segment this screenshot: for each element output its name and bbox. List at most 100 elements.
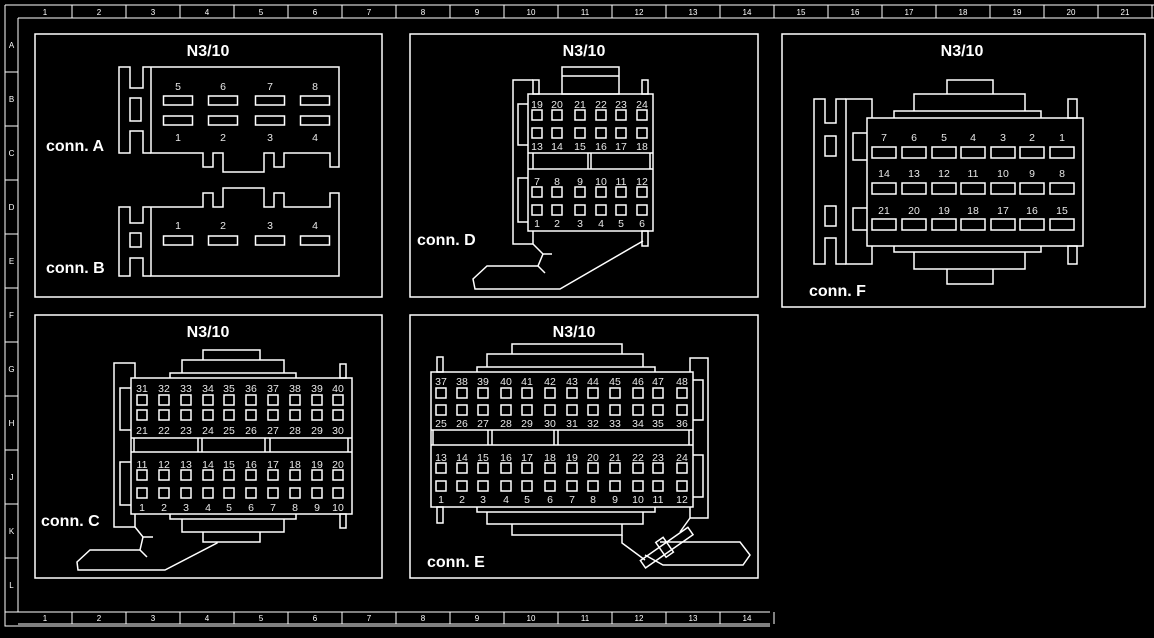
conn-e-pin-label: 18 <box>544 452 556 464</box>
conn-f-pin-label: 4 <box>970 132 976 144</box>
conn-c-pin-label: 11 <box>137 459 148 471</box>
ruler-top-label: 6 <box>313 8 318 17</box>
ruler-row-label: B <box>9 95 14 104</box>
ruler-bottom-label: 7 <box>367 614 372 623</box>
conn-b-pin-label: 2 <box>220 220 226 232</box>
conn-b-pin-label: 3 <box>267 220 273 232</box>
conn-e-bottom-step <box>476 507 656 513</box>
conn-e-pin-label: 33 <box>609 418 621 430</box>
ruler-top-label: 4 <box>205 8 210 17</box>
conn-c-pin-23 <box>180 409 192 421</box>
conn-f-post <box>1067 245 1078 265</box>
conn-c-pin-label: 26 <box>245 425 257 437</box>
panel-c-title: N3/10 <box>187 324 230 341</box>
conn-e-pin-39 <box>477 387 489 399</box>
conn-d-pin-label: 17 <box>615 141 627 153</box>
conn-e-pin-label: 25 <box>435 418 447 430</box>
conn-e-post <box>436 506 444 524</box>
conn-f-pin-7 <box>871 146 897 159</box>
ruler-top-label: 5 <box>259 8 264 17</box>
conn-e-pin-24 <box>676 462 688 474</box>
conn-c-pin-label: 21 <box>136 425 148 437</box>
conn-d-pin-label: 12 <box>636 176 648 188</box>
conn-d-pin-label: 21 <box>574 99 586 111</box>
conn-c-pin-label: 34 <box>202 383 214 395</box>
conn-a-latch <box>118 66 151 154</box>
conn-f-body <box>866 117 1084 247</box>
conn-c-pin-8 <box>289 487 301 499</box>
conn-c-pin-31 <box>136 394 148 406</box>
ruler-row-label: L <box>9 581 14 590</box>
conn-e-pin-label: 38 <box>456 376 468 388</box>
conn-e-top-step <box>511 343 623 354</box>
conn-a-latch-window <box>129 97 142 122</box>
conn-a-pin-4 <box>299 115 331 126</box>
ruler-row-label: A <box>9 41 15 50</box>
conn-a-pin-label: 2 <box>220 132 226 144</box>
panel-d <box>409 33 759 298</box>
conn-e-pin-33 <box>609 404 621 416</box>
conn-e-top-step <box>486 353 644 367</box>
conn-e-pin-label: 24 <box>676 452 688 464</box>
conn-c-pin-label: 14 <box>202 459 214 471</box>
conn-d-pin-label: 4 <box>598 218 604 230</box>
conn-e-bottom-step <box>486 512 644 525</box>
conn-e-cable-loop <box>644 541 751 566</box>
panel-f <box>781 33 1146 308</box>
conn-f-pin-6 <box>901 146 927 159</box>
conn-e-pin-label: 26 <box>456 418 468 430</box>
conn-f-pin-label: 15 <box>1056 205 1068 217</box>
conn-a-pin-label: 3 <box>267 132 273 144</box>
ruler-row-label: J <box>10 473 14 482</box>
conn-f-pin-label: 11 <box>968 168 979 180</box>
conn-d-pin-label: 2 <box>554 218 560 230</box>
frame-inner-line <box>17 18 770 613</box>
conn-d-pin-9 <box>574 186 586 198</box>
conn-b-latch <box>118 206 151 277</box>
conn-e-pin-10 <box>632 480 644 492</box>
conn-c-pin-13 <box>180 469 192 481</box>
conn-f-pin-5 <box>931 146 957 159</box>
conn-c-pin-36 <box>245 394 257 406</box>
ruler-top-label: 2 <box>97 8 102 17</box>
conn-f-pin-label: 19 <box>938 205 950 217</box>
conn-e-pin-label: 15 <box>477 452 489 464</box>
conn-c-pin-label: 10 <box>332 502 344 514</box>
conn-e-pin-8 <box>587 480 599 492</box>
conn-c-side-frame <box>113 362 136 528</box>
ruler-bottom-label: 1 <box>43 614 48 623</box>
conn-b-latch-window <box>129 232 142 248</box>
conn-d-pin-label: 22 <box>595 99 607 111</box>
conn-a-label: conn. A <box>46 138 105 155</box>
conn-f-top-step <box>913 93 1026 111</box>
conn-a-pin-label: 1 <box>175 132 181 144</box>
conn-e-pin-label: 7 <box>569 494 575 506</box>
conn-c-pin-33 <box>180 394 192 406</box>
conn-c-pin-30 <box>332 409 344 421</box>
conn-d-pin-18 <box>636 127 648 139</box>
conn-f-pin-label: 18 <box>967 205 979 217</box>
conn-a-pin-5 <box>162 95 194 106</box>
conn-c-pin-40 <box>332 394 344 406</box>
ruler-top-label: 12 <box>635 8 644 17</box>
conn-d-side-step <box>517 177 528 223</box>
conn-e-pin-40 <box>500 387 512 399</box>
conn-e-side-step <box>693 379 704 421</box>
conn-c-pin-label: 5 <box>226 502 232 514</box>
conn-e-pin-47 <box>652 387 664 399</box>
ruler-row-label: C <box>9 149 15 158</box>
conn-c-pin-label: 1 <box>139 502 145 514</box>
conn-e-pin-label: 19 <box>566 452 578 464</box>
conn-c-pin-34 <box>202 394 214 406</box>
ruler-bottom-label: 10 <box>527 614 536 623</box>
conn-d-pin-7 <box>531 186 543 198</box>
conn-c-pin-label: 23 <box>180 425 192 437</box>
conn-e-pin-label: 1 <box>438 494 444 506</box>
conn-e-pin-label: 40 <box>500 376 512 388</box>
conn-f-pin-label: 1 <box>1059 132 1065 144</box>
conn-f-pin-4 <box>960 146 986 159</box>
conn-c-pin-2 <box>158 487 170 499</box>
conn-f-pin-label: 10 <box>997 168 1009 180</box>
conn-c-pin-29 <box>311 409 323 421</box>
